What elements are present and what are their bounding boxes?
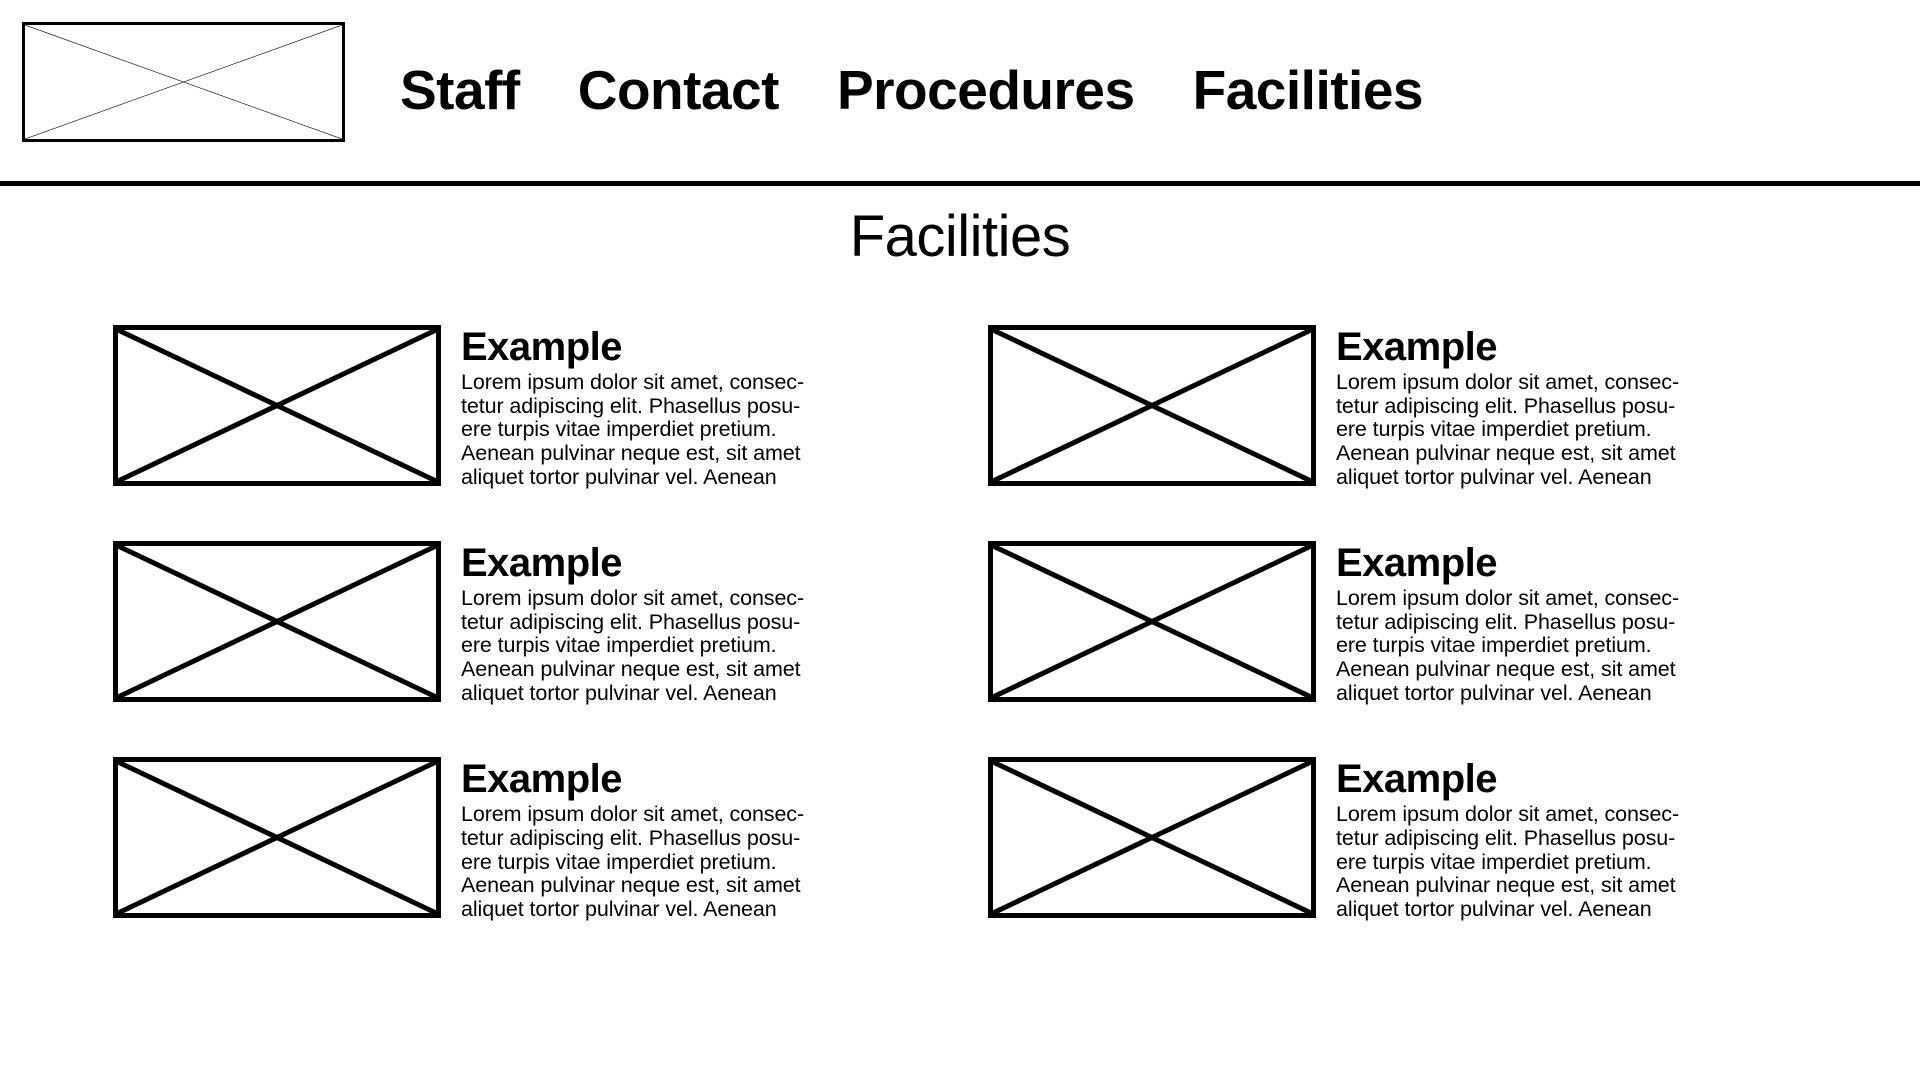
facility-card-body: Example Lorem ipsum dolor sit amet, cons… xyxy=(461,541,805,705)
card-text-line: ere turpis vitae imperdiet pretium. xyxy=(1336,633,1652,658)
main-navigation: Staff Contact Procedures Facilities xyxy=(400,0,1424,181)
facility-thumbnail[interactable] xyxy=(988,325,1316,486)
card-text-line: Lorem ipsum dolor sit amet, consec- xyxy=(461,586,805,611)
facility-card[interactable]: Example Lorem ipsum dolor sit amet, cons… xyxy=(960,541,1920,705)
card-text-line: Aenean pulvinar neque est, sit amet xyxy=(1336,440,1676,465)
facility-thumbnail[interactable] xyxy=(113,541,441,703)
card-text-line: Lorem ipsum dolor sit amet, consec- xyxy=(1336,370,1680,394)
facility-card[interactable]: Example Lorem ipsum dolor sit amet, cons… xyxy=(0,541,960,705)
facilities-card-grid: Example Lorem ipsum dolor sit amet, cons… xyxy=(0,325,1920,922)
facility-card-text: Lorem ipsum dolor sit amet, consec- tetu… xyxy=(1336,583,1680,705)
card-text-line: Lorem ipsum dolor sit amet, consec- xyxy=(461,370,805,394)
facility-thumbnail[interactable] xyxy=(113,325,441,486)
card-text-line: tetur adipiscing elit. Phasellus posu- xyxy=(461,393,801,418)
card-text-line: tetur adipiscing elit. Phasellus posu- xyxy=(461,826,801,851)
card-text-line: aliquet tortor pulvinar vel. Aenean xyxy=(461,896,777,921)
card-text-line: Aenean pulvinar neque est, sit amet xyxy=(1336,657,1676,682)
facility-thumbnail[interactable] xyxy=(988,757,1316,919)
card-text-line: Lorem ipsum dolor sit amet, consec- xyxy=(1336,802,1680,827)
card-text-line: tetur adipiscing elit. Phasellus posu- xyxy=(1336,609,1676,634)
facility-card-text: Lorem ipsum dolor sit amet, consec- tetu… xyxy=(1336,367,1680,489)
facility-card[interactable]: Example Lorem ipsum dolor sit amet, cons… xyxy=(0,325,960,489)
facility-card-title: Example xyxy=(1336,325,1498,369)
card-text-line: ere turpis vitae imperdiet pretium. xyxy=(1336,849,1652,874)
card-text-line: aliquet tortor pulvinar vel. Aenean xyxy=(1336,680,1652,705)
card-text-line: Aenean pulvinar neque est, sit amet xyxy=(461,440,801,465)
facility-card-title: Example xyxy=(461,757,623,802)
card-text-line: Aenean pulvinar neque est, sit amet xyxy=(461,873,801,898)
facility-card-body: Example Lorem ipsum dolor sit amet, cons… xyxy=(1336,757,1680,921)
page-title: Facilities xyxy=(849,204,1071,269)
facility-card-body: Example Lorem ipsum dolor sit amet, cons… xyxy=(461,757,805,921)
facility-card-text: Lorem ipsum dolor sit amet, consec- tetu… xyxy=(461,583,805,705)
card-text-line: Aenean pulvinar neque est, sit amet xyxy=(461,657,801,682)
placeholder-cross-icon xyxy=(118,762,436,913)
card-text-line: ere turpis vitae imperdiet pretium. xyxy=(461,849,777,874)
site-header: Staff Contact Procedures Facilities xyxy=(0,0,1920,186)
placeholder-cross-icon xyxy=(118,546,436,697)
facility-card-body: Example Lorem ipsum dolor sit amet, cons… xyxy=(461,325,805,489)
facility-card-title: Example xyxy=(461,541,623,586)
card-text-line: Lorem ipsum dolor sit amet, consec- xyxy=(1336,586,1680,611)
card-text-line: aliquet tortor pulvinar vel. Aenean xyxy=(461,464,777,489)
facility-thumbnail[interactable] xyxy=(988,541,1316,703)
logo-placeholder[interactable] xyxy=(22,22,345,142)
nav-item-staff[interactable]: Staff xyxy=(400,59,520,121)
nav-item-facilities[interactable]: Facilities xyxy=(1192,59,1424,121)
facility-thumbnail[interactable] xyxy=(113,757,441,919)
facility-card-body: Example Lorem ipsum dolor sit amet, cons… xyxy=(1336,325,1680,489)
card-text-line: aliquet tortor pulvinar vel. Aenean xyxy=(1336,896,1652,921)
card-text-line: aliquet tortor pulvinar vel. Aenean xyxy=(461,680,777,705)
header-divider xyxy=(0,181,1920,186)
card-text-line: ere turpis vitae imperdiet pretium. xyxy=(461,633,777,658)
facility-card[interactable]: Example Lorem ipsum dolor sit amet, cons… xyxy=(960,757,1920,921)
facility-card-title: Example xyxy=(1336,757,1498,802)
card-text-line: Lorem ipsum dolor sit amet, consec- xyxy=(461,802,805,827)
facility-card-title: Example xyxy=(1336,541,1498,586)
facility-card-body: Example Lorem ipsum dolor sit amet, cons… xyxy=(1336,541,1680,705)
facility-card[interactable]: Example Lorem ipsum dolor sit amet, cons… xyxy=(960,325,1920,489)
placeholder-cross-icon xyxy=(118,330,436,481)
placeholder-cross-icon xyxy=(993,330,1311,481)
placeholder-cross-icon xyxy=(993,546,1311,697)
card-text-line: tetur adipiscing elit. Phasellus posu- xyxy=(1336,393,1676,418)
nav-item-procedures[interactable]: Procedures xyxy=(836,59,1135,121)
card-text-line: tetur adipiscing elit. Phasellus posu- xyxy=(461,609,801,634)
facility-card-text: Lorem ipsum dolor sit amet, consec- tetu… xyxy=(1336,799,1680,921)
card-text-line: aliquet tortor pulvinar vel. Aenean xyxy=(1336,464,1652,489)
facility-card-title: Example xyxy=(461,325,623,369)
placeholder-cross-icon xyxy=(993,762,1311,913)
facility-card-text: Lorem ipsum dolor sit amet, consec- tetu… xyxy=(461,799,805,921)
card-text-line: ere turpis vitae imperdiet pretium. xyxy=(1336,417,1652,442)
facility-card[interactable]: Example Lorem ipsum dolor sit amet, cons… xyxy=(0,757,960,921)
facility-card-text: Lorem ipsum dolor sit amet, consec- tetu… xyxy=(461,367,805,489)
card-text-line: Aenean pulvinar neque est, sit amet xyxy=(1336,873,1676,898)
nav-item-contact[interactable]: Contact xyxy=(577,59,780,121)
placeholder-cross-icon xyxy=(25,25,342,139)
card-text-line: tetur adipiscing elit. Phasellus posu- xyxy=(1336,826,1676,851)
card-text-line: ere turpis vitae imperdiet pretium. xyxy=(461,417,777,442)
